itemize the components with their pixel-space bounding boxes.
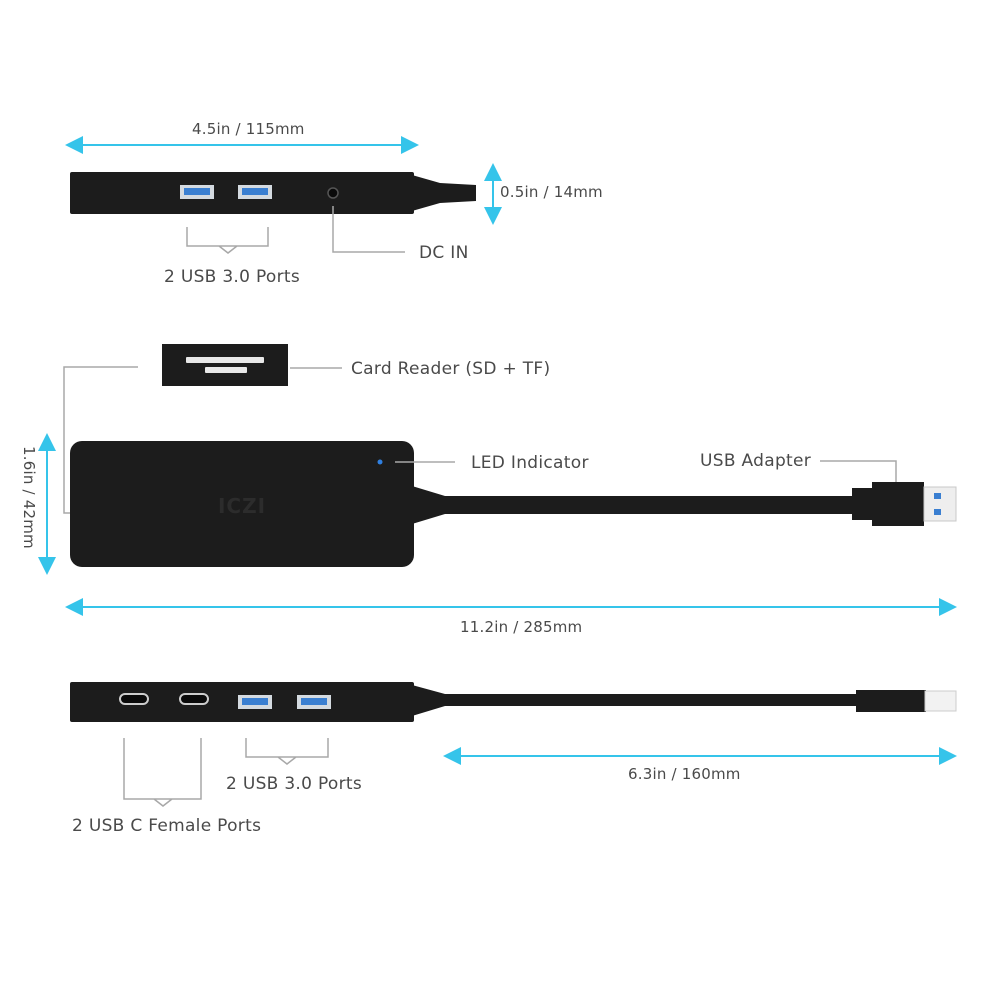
usb-a-connector-shell (923, 486, 957, 522)
usb3-port-icon (238, 185, 272, 199)
usb-c-port-icon (119, 693, 149, 705)
usb3-port-icon (238, 695, 272, 709)
total-length-label: 11.2in / 285mm (460, 618, 583, 636)
led-indicator-label: LED Indicator (471, 453, 589, 473)
usb-a-contact-icon (934, 493, 941, 499)
usb-c-port-icon (179, 693, 209, 705)
usb-adapter-body (872, 482, 924, 526)
cable-length-label: 6.3in / 160mm (628, 765, 741, 783)
bottom-usb-a-connector (924, 690, 957, 712)
body-height-label: 1.6in / 42mm (20, 446, 38, 549)
dc-in-label: DC IN (419, 243, 469, 263)
top-width-label: 4.5in / 115mm (192, 120, 305, 138)
bottom-usb-ports-label: 2 USB 3.0 Ports (226, 774, 363, 794)
card-reader-label: Card Reader (SD + TF) (351, 359, 551, 379)
usb-adapter-callout-line (820, 460, 897, 482)
top-usb-ports-label: 2 USB 3.0 Ports (164, 267, 301, 287)
bottom-view-hub (70, 682, 957, 807)
bottom-cable (412, 685, 860, 716)
bottom-usb-ports-bracket (245, 738, 329, 765)
top-cable-strain-relief (412, 175, 476, 211)
card-reader-panel (162, 344, 288, 386)
led-indicator-dot (377, 459, 383, 465)
top-view-hub (65, 136, 502, 254)
card-reader-side-callout-line (63, 366, 138, 514)
usb-plug-collar (852, 488, 874, 520)
sd-slot-icon (186, 357, 264, 363)
usb-c-ports-bracket (123, 738, 202, 807)
hub-main-body (70, 441, 414, 567)
usb-adapter-label: USB Adapter (700, 451, 812, 471)
usb-a-contact-icon (934, 509, 941, 515)
usb3-port-icon (297, 695, 331, 709)
top-height-label: 0.5in / 14mm (500, 183, 603, 201)
brand-logo: ICZI (218, 494, 266, 518)
usb3-port-icon (180, 185, 214, 199)
main-cable (412, 486, 860, 524)
usb-c-ports-label: 2 USB C Female Ports (72, 816, 262, 836)
dc-in-callout-line (332, 206, 405, 253)
bottom-usb-adapter-body (856, 690, 926, 712)
tf-slot-icon (205, 367, 247, 373)
top-usb-ports-bracket (186, 227, 269, 254)
dc-in-jack-icon (327, 187, 339, 199)
front-view-hub (38, 344, 957, 616)
